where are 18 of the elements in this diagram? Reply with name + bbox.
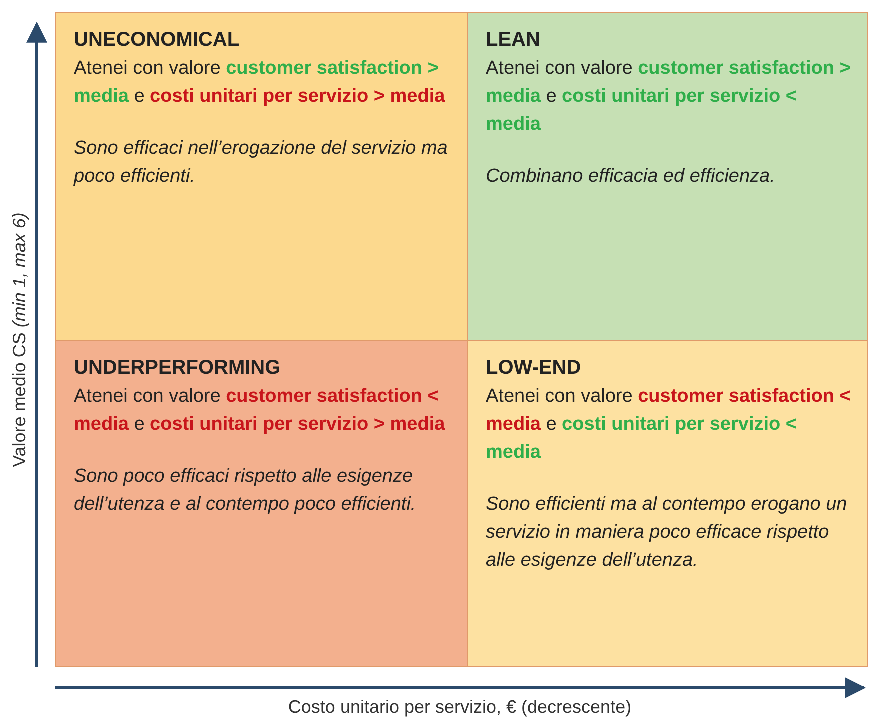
axis-title: Valore medio CS (min 1, max 6) xyxy=(10,212,30,468)
quadrant-note: Combinano efficacia ed efficienza. xyxy=(486,165,776,189)
quadrant-heading: UNDERPERFORMING xyxy=(74,356,281,381)
quadrant-panel xyxy=(55,12,468,341)
quadrant-heading: LEAN xyxy=(486,28,540,53)
quadrant-panel xyxy=(55,340,468,667)
quadrant-panel xyxy=(467,12,868,341)
quadrant-note: Sono efficaci nell’erogazione del servizio ma poco efficienti. xyxy=(74,137,449,189)
quadrant-heading: UNECONOMICAL xyxy=(74,28,240,53)
quadrant-note: Sono poco efficaci rispetto alle esigenze dell’utenza e al contempo poco efficienti. xyxy=(74,465,418,517)
axis-title: Costo unitario per servizio, € (decrescente) xyxy=(288,697,632,718)
quadrant-description: Atenei con valore customer satisfaction < media e costi unitari per servizio > media xyxy=(74,385,446,437)
quadrant-description: Atenei con valore customer satisfaction > media e costi unitari per servizio < media xyxy=(486,57,852,137)
quadrant-description: Atenei con valore customer satisfaction < media e costi unitari per servizio < media xyxy=(486,385,852,465)
quadrant-note: Sono efficienti ma al contempo erogano un servizio in maniera poco efficace rispetto alle esigenze dell’utenza. xyxy=(486,493,848,573)
quadrant-description: Atenei con valore customer satisfaction > media e costi unitari per servizio > media xyxy=(74,57,446,109)
quadrant-panel xyxy=(467,340,868,667)
quadrant-heading: LOW-END xyxy=(486,356,582,381)
